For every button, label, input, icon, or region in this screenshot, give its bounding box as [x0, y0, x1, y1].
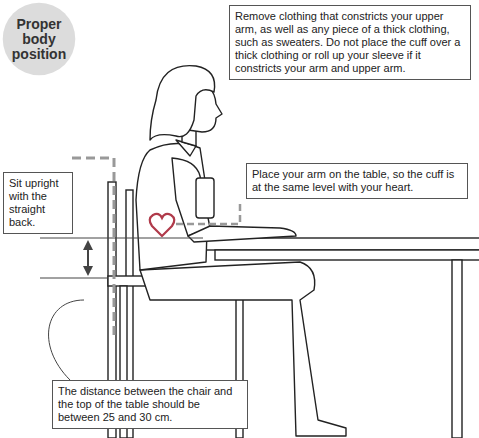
- dimension-arrowheads: [83, 240, 93, 276]
- heading-circle: Proper body position: [2, 2, 76, 76]
- note-text: Place your arm on the table, so the cuff…: [252, 168, 462, 194]
- posture-guide: [72, 158, 114, 335]
- heart-guide: [176, 200, 240, 224]
- heading-text: Proper body position: [2, 17, 76, 62]
- note-text: Remove clothing that constricts your upp…: [235, 10, 465, 75]
- note-text: The distance between the chair and the t…: [58, 385, 242, 424]
- note-box: The distance between the chair and the t…: [52, 380, 248, 429]
- note-box: Remove clothing that constricts your upp…: [229, 5, 471, 80]
- dimension: [40, 238, 203, 380]
- note-box: Place your arm on the table, so the cuff…: [246, 163, 468, 199]
- heart-symbol: [150, 214, 175, 236]
- note-text: Sit upright with the straight back.: [9, 177, 67, 229]
- note-box: Sit upright with the straight back.: [3, 172, 73, 234]
